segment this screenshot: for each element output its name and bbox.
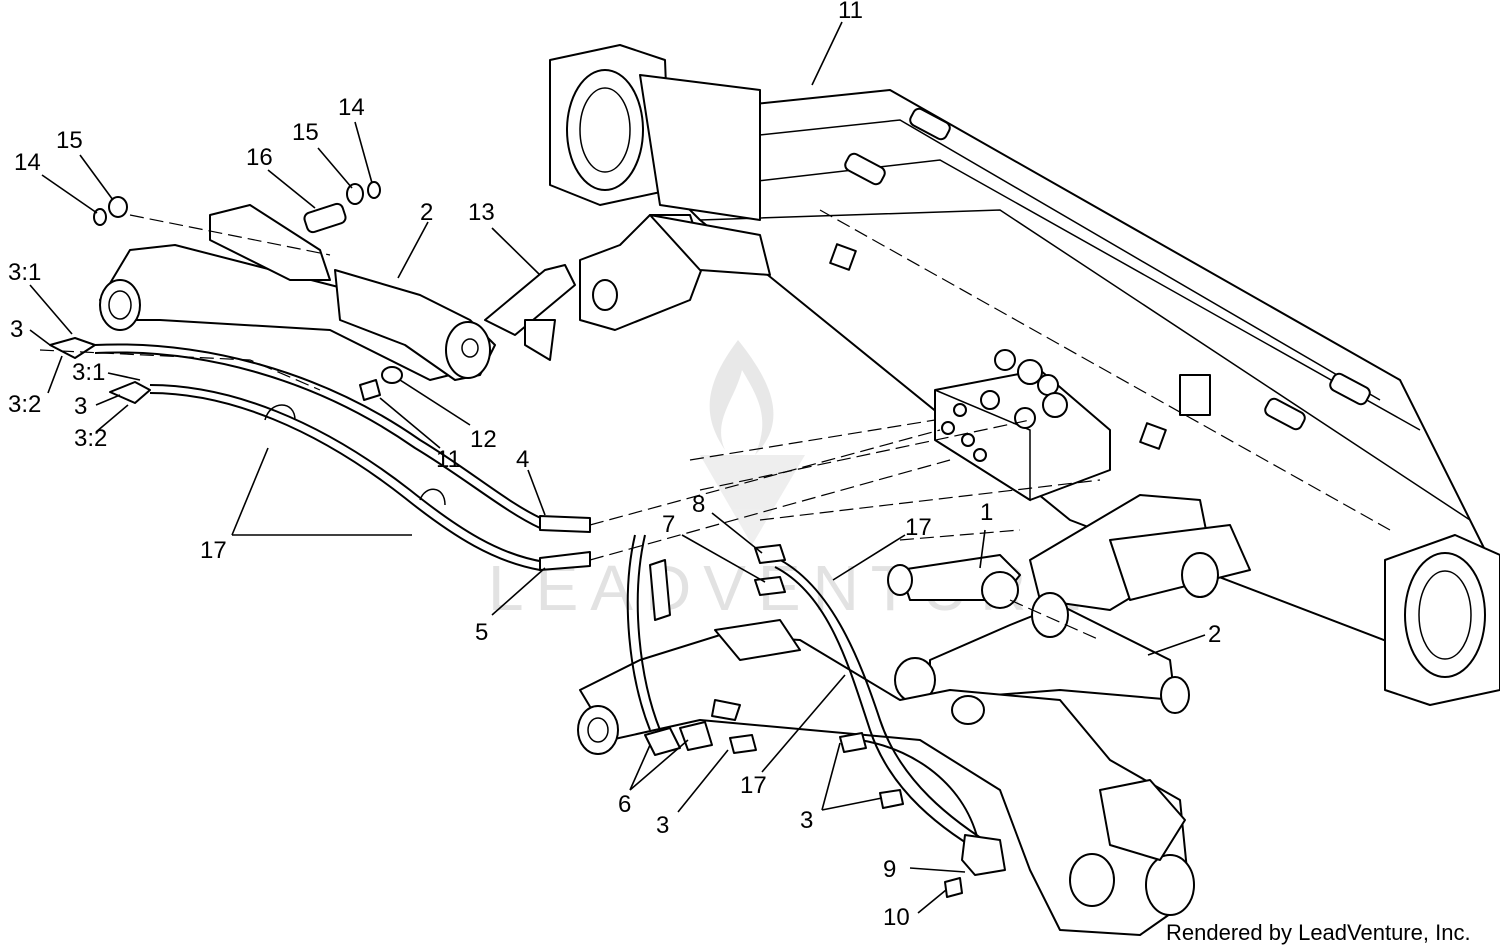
right-cylinder-2 [894, 592, 1190, 714]
callout-3-b: 3 [74, 393, 87, 420]
callout-3-2-a: 3:2 [8, 391, 41, 418]
callout-17-bottom: 17 [740, 772, 767, 799]
assembly-lines [39, 209, 1391, 641]
callout-12: 12 [470, 426, 497, 453]
callout-15-left: 15 [56, 127, 83, 154]
callout-17-mid: 17 [905, 514, 932, 541]
callout-3-1-a: 3:1 [8, 259, 41, 286]
left-lift-arm [99, 204, 576, 381]
callout-6: 6 [618, 791, 631, 818]
left-pivot-bracket [579, 214, 771, 331]
credit-text: Rendered by LeadVenture, Inc. [1166, 920, 1471, 945]
callout-2-right: 2 [1208, 621, 1221, 648]
leader-lines [29, 21, 1206, 914]
callout-11-top: 11 [838, 0, 863, 24]
valve-manifold [934, 349, 1111, 502]
callout-3-2-b: 3:2 [74, 425, 107, 452]
callout-9: 9 [883, 856, 896, 883]
callout-3-1-b: 3:1 [72, 359, 105, 386]
right-pivot-bracket [1029, 494, 1251, 611]
right-cylinder-1 [887, 554, 1021, 609]
left-hoses [49, 337, 591, 571]
callout-3-c: 3 [656, 812, 669, 839]
main-frame [549, 44, 1500, 706]
callout-4: 4 [516, 446, 529, 473]
callout-13: 13 [468, 199, 495, 226]
callout-5: 5 [475, 619, 488, 646]
right-hoses [626, 534, 1006, 898]
watermark-logo [700, 340, 805, 545]
callout-8: 8 [692, 491, 705, 518]
callout-15-right: 15 [292, 119, 319, 146]
callout-10: 10 [883, 904, 910, 931]
callout-7: 7 [662, 511, 675, 538]
callout-3-a: 3 [10, 316, 23, 343]
callout-14-left: 14 [14, 149, 41, 176]
callout-16: 16 [246, 144, 273, 171]
callout-11-mid: 11 [436, 446, 461, 473]
callout-3-d: 3 [800, 807, 813, 834]
callouts: 11 14 15 16 15 14 2 13 3:1 3 3:2 3:1 3 3… [8, 0, 1221, 931]
callout-1: 1 [980, 499, 993, 526]
left-hardware [93, 181, 403, 401]
callout-2-left: 2 [420, 199, 433, 226]
callout-14-right: 14 [338, 94, 365, 121]
callout-17-left: 17 [200, 537, 227, 564]
